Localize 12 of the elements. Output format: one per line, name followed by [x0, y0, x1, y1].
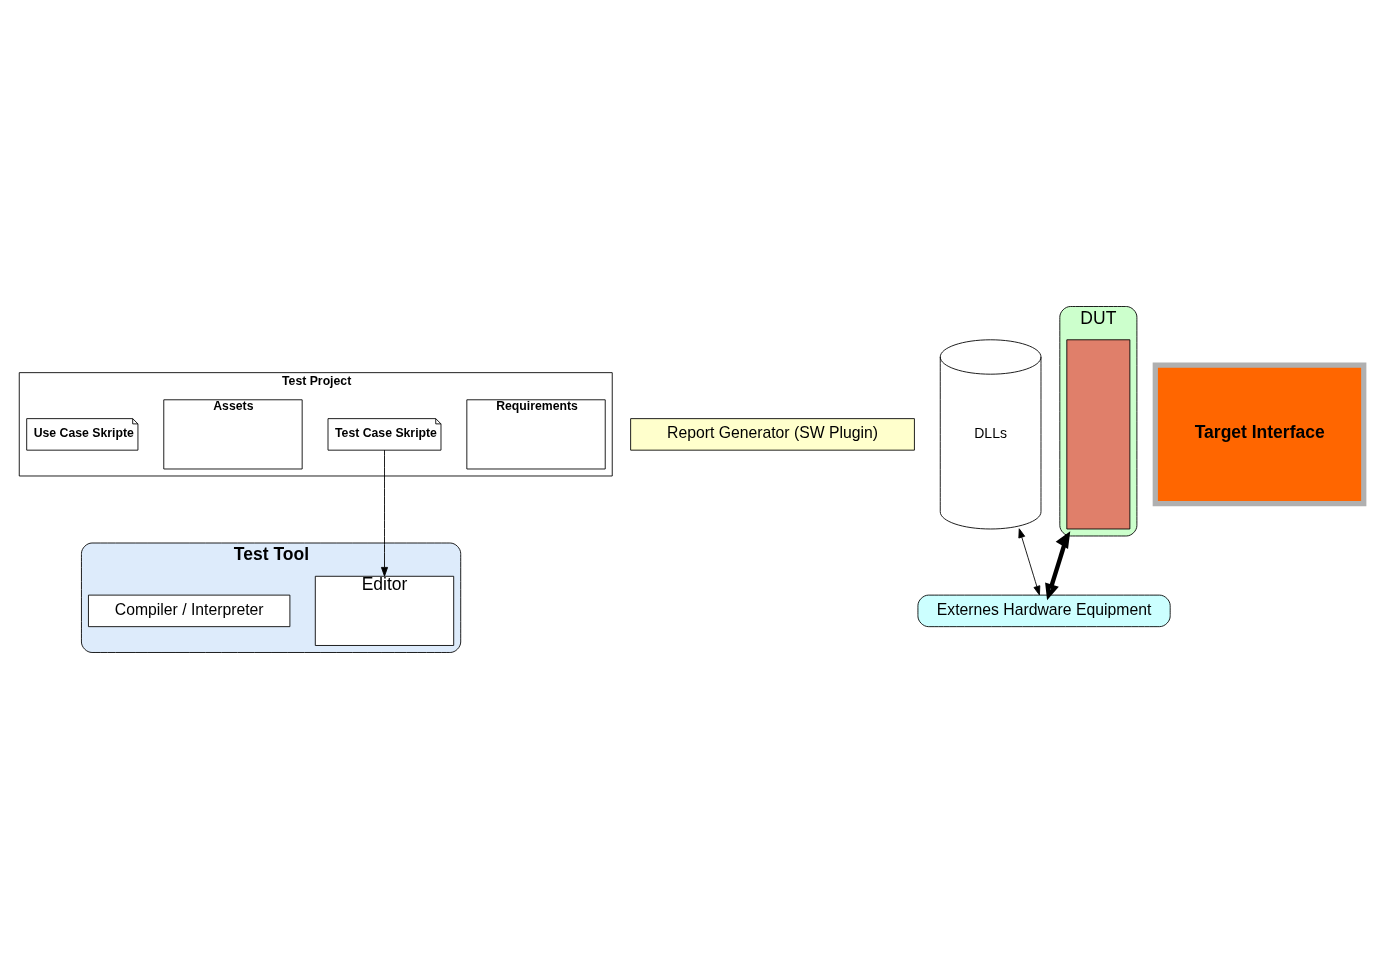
node-box: Externes Hardware Equipment	[917, 594, 1171, 627]
node-box: Compiler / Interpreter	[88, 594, 291, 627]
arrow	[1018, 527, 1041, 595]
cluster: DUT	[1059, 305, 1138, 536]
arrow	[1045, 530, 1071, 600]
node-box: Report Generator (SW Plugin)	[630, 417, 915, 451]
node-box: Assets	[163, 398, 303, 469]
arrow	[381, 449, 388, 577]
node-box: Requirements	[466, 398, 606, 469]
node-box: Target Interface	[1152, 362, 1367, 506]
node-box	[1066, 338, 1131, 529]
node-box: Editor	[314, 575, 455, 646]
